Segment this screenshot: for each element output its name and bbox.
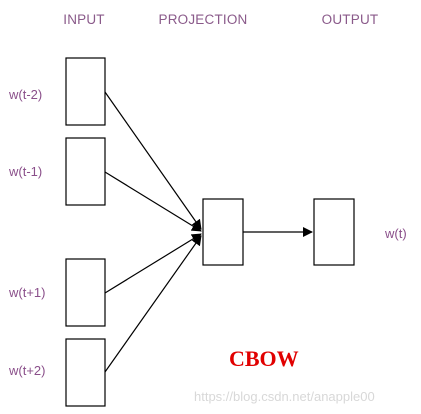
- input-label-t-minus-1: w(t-1): [8, 164, 42, 179]
- arrow-input-t-plus-2-to-projection: [104, 235, 202, 373]
- diagram-title: CBOW: [229, 346, 299, 371]
- input-box-t-minus-2: [65, 57, 106, 126]
- projection-box: [202, 198, 244, 266]
- input-box-t-plus-2: [65, 338, 106, 407]
- watermark-text: https://blog.csdn.net/anapple00: [194, 389, 375, 404]
- arrow-input-t-minus-1-to-projection: [104, 171, 202, 232]
- input-box-t-plus-1: [65, 258, 106, 327]
- input-box-t-minus-1: [65, 137, 106, 206]
- output-label: w(t): [384, 226, 407, 241]
- input-label-t-plus-2: w(t+2): [8, 363, 45, 378]
- output-box: [313, 198, 355, 266]
- input-label-t-plus-1: w(t+1): [8, 285, 45, 300]
- arrow-input-t-minus-2-to-projection: [104, 91, 202, 230]
- output-header: OUTPUT: [322, 12, 379, 27]
- input-label-t-minus-2: w(t-2): [8, 87, 42, 102]
- arrow-input-t-plus-1-to-projection: [104, 233, 202, 294]
- projection-header: PROJECTION: [158, 12, 247, 27]
- input-header: INPUT: [63, 12, 105, 27]
